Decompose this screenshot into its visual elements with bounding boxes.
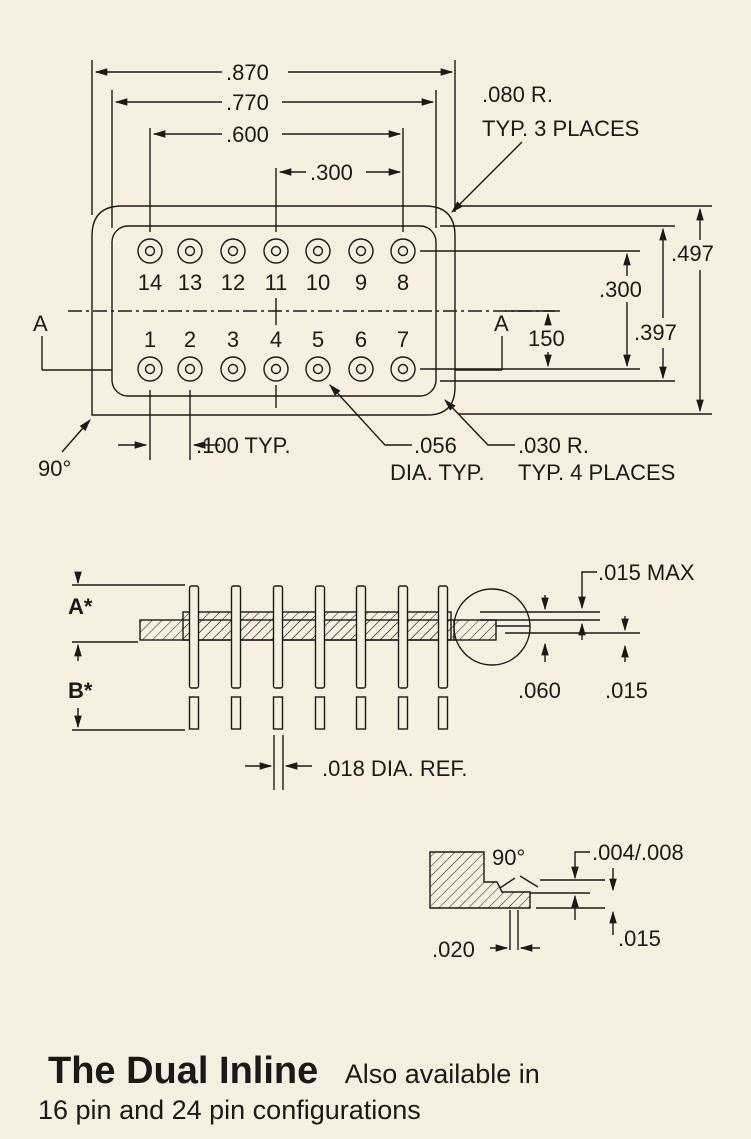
side-label-a: A* bbox=[68, 594, 93, 619]
pin-hole-outer bbox=[177, 356, 203, 382]
pin-hole-outer bbox=[263, 238, 289, 264]
side-pin bbox=[272, 585, 284, 689]
pin-number-bottom: 1 bbox=[144, 327, 156, 352]
dim-overall-length: .870 bbox=[226, 60, 269, 85]
pin-hole-outer bbox=[348, 356, 374, 382]
side-pin-stub bbox=[355, 696, 367, 730]
detail-gap: .004/.008 bbox=[592, 840, 684, 865]
side-pin bbox=[188, 585, 200, 689]
hole-dia-1: .056 bbox=[414, 433, 457, 458]
pin-number-bottom: 3 bbox=[227, 327, 239, 352]
footer: The Dual Inline Also available in 16 pin… bbox=[38, 1050, 738, 1126]
dim-pad-length: .770 bbox=[226, 90, 269, 115]
pin-hole-outer bbox=[390, 356, 416, 382]
small-radius-1: .030 R. bbox=[518, 433, 589, 458]
side-pin-stub bbox=[230, 696, 242, 730]
dim-row-spacing: .300 bbox=[599, 277, 642, 302]
footer-title: The Dual Inline bbox=[48, 1050, 319, 1092]
pin-number-bottom: 6 bbox=[355, 327, 367, 352]
side-pin bbox=[230, 585, 242, 689]
detail-step: .015 bbox=[618, 926, 661, 951]
pin-hole-inner bbox=[227, 245, 239, 257]
side-pin-stub bbox=[437, 696, 449, 730]
side-pin bbox=[437, 585, 449, 689]
pin-number-bottom: 2 bbox=[184, 327, 196, 352]
pin-number-top: 11 bbox=[265, 270, 288, 295]
section-mark-right-label: A bbox=[494, 311, 509, 336]
detail-angle: 90° bbox=[492, 845, 525, 870]
pin-hole-outer bbox=[220, 356, 246, 382]
side-dim-060: .060 bbox=[518, 678, 561, 703]
pin-hole-inner bbox=[397, 245, 409, 257]
pin-hole-outer bbox=[348, 238, 374, 264]
dim-pad-width: .397 bbox=[634, 320, 677, 345]
pin-hole-inner bbox=[397, 363, 409, 375]
footer-note-line1: Also available in bbox=[344, 1059, 540, 1089]
side-pin bbox=[355, 585, 367, 689]
dim-overall-width: .497 bbox=[671, 241, 714, 266]
side-dim-max: .015 MAX bbox=[598, 560, 695, 585]
dim-half-span: .300 bbox=[310, 160, 353, 185]
pin-number-bottom: 5 bbox=[312, 327, 324, 352]
corner-note-2: TYP. 3 PLACES bbox=[482, 116, 639, 141]
pin-hole-inner bbox=[312, 363, 324, 375]
pitch-label: .100 TYP. bbox=[196, 433, 291, 458]
pin-hole-inner bbox=[184, 363, 196, 375]
pin-hole-inner bbox=[312, 245, 324, 257]
dim-pin-span: .600 bbox=[226, 122, 269, 147]
pin-hole-inner bbox=[144, 363, 156, 375]
pin-hole-outer bbox=[263, 356, 289, 382]
side-pin-stub bbox=[272, 696, 284, 730]
pin-number-top: 14 bbox=[138, 270, 162, 295]
pin-number-top: 10 bbox=[306, 270, 330, 295]
side-pin bbox=[314, 585, 326, 689]
pin-hole-outer bbox=[305, 356, 331, 382]
detail-width: .020 bbox=[432, 937, 475, 962]
pin-hole-inner bbox=[184, 245, 196, 257]
side-pin-stub bbox=[397, 696, 409, 730]
pin-hole-outer bbox=[390, 238, 416, 264]
footer-note-line2: 16 pin and 24 pin configurations bbox=[38, 1095, 421, 1125]
side-pin-stub bbox=[188, 696, 200, 730]
pin-number-top: 13 bbox=[178, 270, 202, 295]
side-label-b: B* bbox=[68, 678, 93, 703]
corner-note-1: .080 R. bbox=[482, 82, 553, 107]
pin-hole-outer bbox=[305, 238, 331, 264]
pin-hole-inner bbox=[355, 363, 367, 375]
side-dim-015: .015 bbox=[605, 678, 648, 703]
pin-hole-inner bbox=[270, 245, 282, 257]
small-radius-2: TYP. 4 PLACES bbox=[518, 460, 675, 485]
pin-hole-outer bbox=[137, 356, 163, 382]
pin-number-bottom: 7 bbox=[397, 327, 409, 352]
detail-section bbox=[429, 851, 531, 909]
angle-label: 90° bbox=[38, 456, 71, 481]
hole-dia-2: DIA. TYP. bbox=[390, 460, 485, 485]
pin-hole-inner bbox=[227, 363, 239, 375]
side-pin bbox=[397, 585, 409, 689]
dim-centerline: 150 bbox=[528, 326, 565, 351]
section-mark-left-label: A bbox=[33, 311, 48, 336]
pin-number-top: 12 bbox=[221, 270, 245, 295]
pin-number-top: 8 bbox=[397, 270, 409, 295]
pin-hole-inner bbox=[144, 245, 156, 257]
side-pin-stub bbox=[314, 696, 326, 730]
pin-hole-inner bbox=[355, 245, 367, 257]
pin-dia-label: .018 DIA. REF. bbox=[322, 756, 468, 781]
pin-number-bottom: 4 bbox=[270, 327, 282, 352]
pin-hole-inner bbox=[270, 363, 282, 375]
pin-number-top: 9 bbox=[355, 270, 367, 295]
pin-hole-outer bbox=[137, 238, 163, 264]
pin-hole-outer bbox=[177, 238, 203, 264]
pin-hole-outer bbox=[220, 238, 246, 264]
